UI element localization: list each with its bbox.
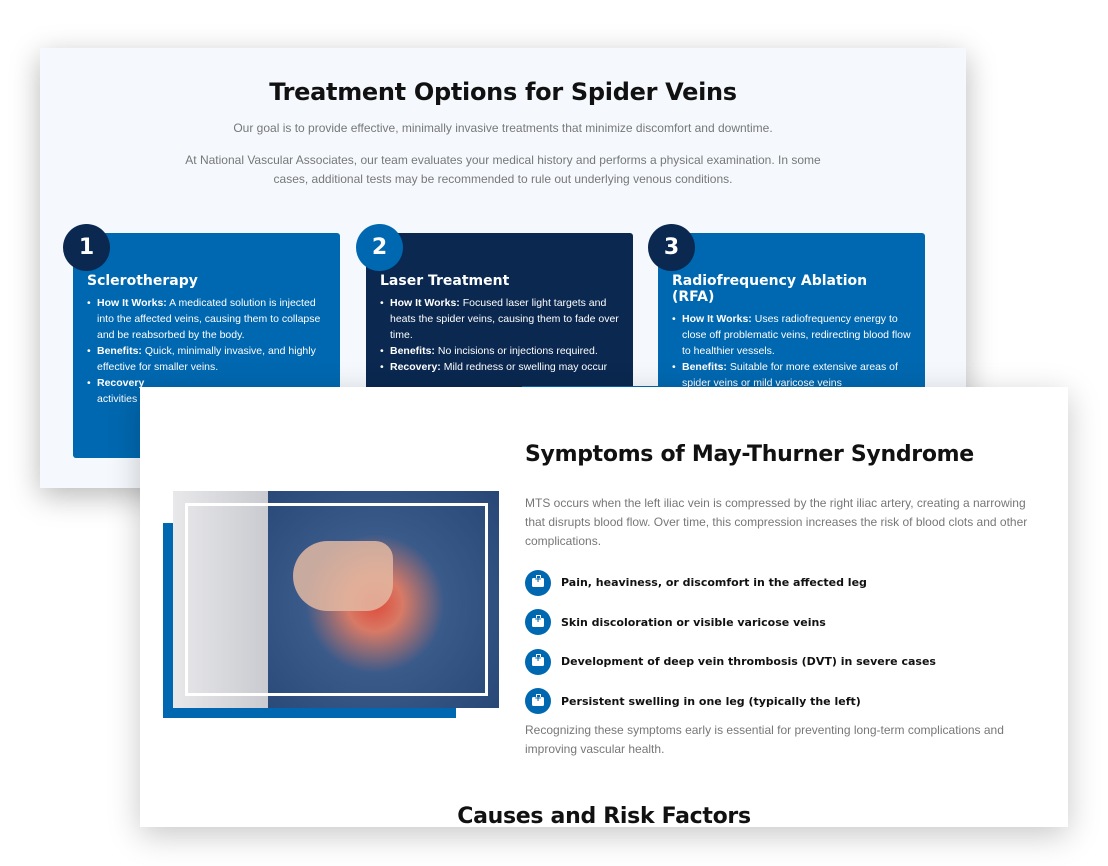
list-item: Skin discoloration or visible varicose v…: [525, 603, 936, 643]
section-title: Treatment Options for Spider Veins: [269, 78, 737, 106]
step-number-badge: 1: [63, 224, 110, 271]
list-item: Development of deep vein thrombosis (DVT…: [525, 642, 936, 682]
list-item: Persistent swelling in one leg (typicall…: [525, 682, 936, 722]
card-item: How It Works: Uses radiofrequency energy…: [672, 311, 911, 359]
list-item: Pain, heaviness, or discomfort in the af…: [525, 563, 936, 603]
card-item: How It Works: Focused laser light target…: [380, 295, 619, 343]
card-title: Radiofrequency Ablation (RFA): [672, 273, 868, 305]
step-number-badge: 2: [356, 224, 403, 271]
card-title: Sclerotherapy: [87, 273, 198, 289]
medical-kit-icon: [525, 648, 551, 675]
medical-kit-icon: [525, 569, 551, 596]
medical-kit-icon: [525, 609, 551, 636]
card-title: Laser Treatment: [380, 273, 510, 289]
card-item: Recovery: Mild redness or swelling may o…: [380, 359, 619, 375]
step-number-badge: 3: [648, 224, 695, 271]
symptoms-list: Pain, heaviness, or discomfort in the af…: [525, 563, 936, 721]
section-description: At National Vascular Associates, our tea…: [185, 153, 821, 186]
symptoms-outro: Recognizing these symptoms early is esse…: [525, 723, 1004, 756]
causes-title: Causes and Risk Factors: [457, 804, 751, 827]
card-item: Benefits: Quick, minimally invasive, and…: [87, 343, 326, 375]
card-item: Benefits: No incisions or injections req…: [380, 343, 619, 359]
medical-kit-icon: [525, 688, 551, 715]
symptoms-title: Symptoms of May-Thurner Syndrome: [525, 442, 974, 467]
card-item: Recovery activities: [87, 375, 326, 407]
symptoms-intro: MTS occurs when the left iliac vein is c…: [525, 496, 1028, 548]
image-frame: [185, 503, 488, 696]
card-item: How It Works: A medicated solution is in…: [87, 295, 326, 343]
abdominal-pain-photo: [173, 491, 499, 708]
card-item: Benefits: Suitable for more extensive ar…: [672, 359, 911, 391]
symptoms-section: Symptoms of May-Thurner Syndrome MTS occ…: [140, 387, 1068, 827]
section-subtitle: Our goal is to provide effective, minima…: [233, 121, 773, 135]
